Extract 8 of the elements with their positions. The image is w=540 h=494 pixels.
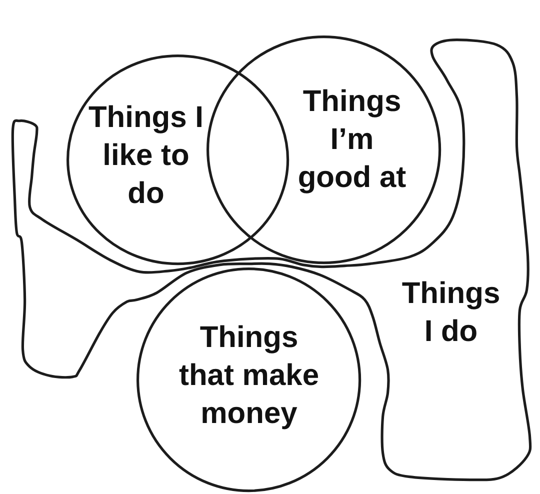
- venn-label: Things that make money: [178, 320, 320, 432]
- venn-label: Things I do: [400, 276, 502, 350]
- venn-circle: [136, 267, 362, 493]
- freeform-region: [10, 37, 533, 483]
- venn-circle: [66, 54, 290, 266]
- venn-circle: [206, 35, 442, 265]
- venn-label: Things I’m good at: [296, 84, 408, 196]
- venn-label: Things I like to do: [87, 100, 204, 212]
